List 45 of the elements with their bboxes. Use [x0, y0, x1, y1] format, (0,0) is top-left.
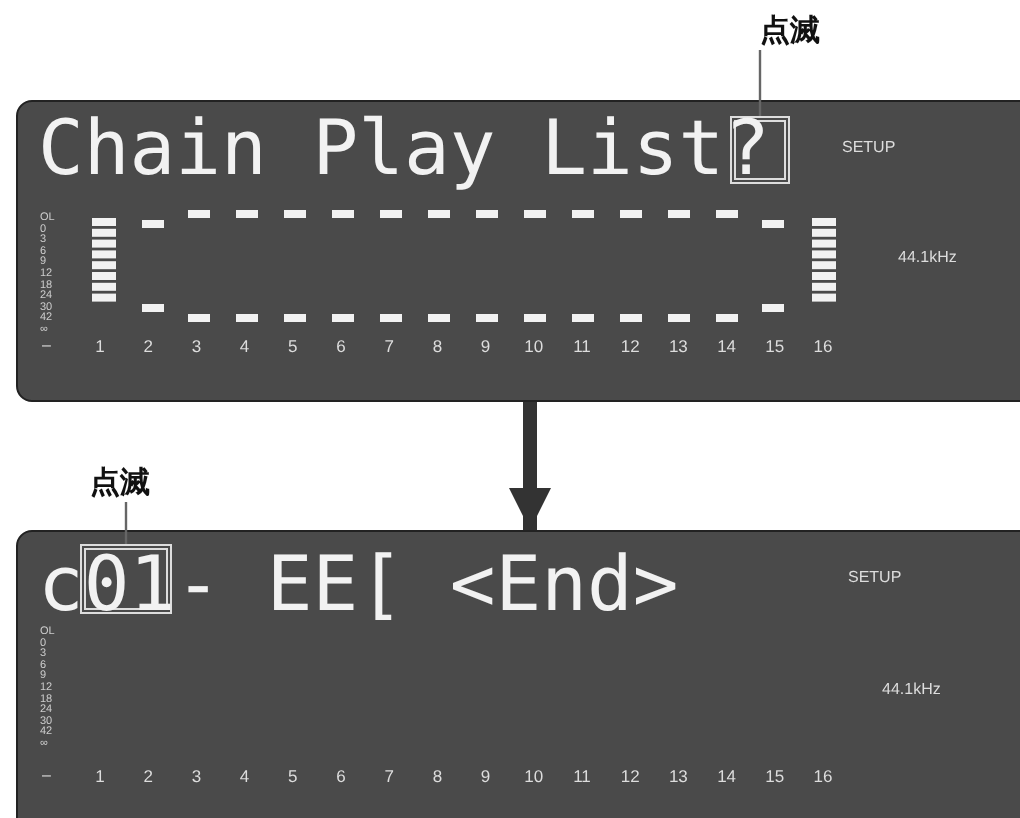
track-number: 4 [239, 336, 250, 356]
track-number: 2 [143, 336, 153, 356]
leader-line [758, 50, 762, 116]
track-number: 7 [384, 336, 394, 356]
track-number: 1 [95, 766, 105, 786]
mode-indicator: SETUP [842, 138, 896, 156]
track-number: 11 [573, 336, 591, 356]
track-number: 4 [239, 766, 250, 786]
track-number: 11 [573, 766, 591, 786]
lcd-display-panel [16, 100, 1020, 402]
track-number: 5 [288, 766, 298, 786]
track-number: 13 [668, 766, 688, 786]
mode-indicator: SETUP [848, 568, 902, 586]
track-number: 13 [668, 336, 688, 356]
callout-text: 点滅 [760, 12, 820, 50]
track-number: 14 [717, 336, 737, 356]
track-number: 3 [191, 766, 202, 786]
track-number: 12 [620, 336, 640, 356]
sample-rate-text: 44.1kHz [882, 680, 941, 698]
track-number: 14 [717, 766, 737, 786]
track-number: 7 [384, 766, 394, 786]
lcd-display-panel [16, 530, 1020, 818]
track-number: 15 [765, 766, 785, 786]
track-number: 16 [813, 336, 833, 356]
track-number: 10 [524, 766, 544, 786]
track-number: 3 [191, 336, 202, 356]
track-number: 2 [143, 766, 153, 786]
meter-scale-label: – [42, 336, 51, 354]
track-number: 12 [620, 766, 640, 786]
track-number: 10 [524, 336, 544, 356]
arrow [509, 402, 551, 530]
callout-text: 点滅 [90, 464, 150, 502]
sample-rate-text: 44.1kHz [898, 248, 957, 266]
track-number: 15 [765, 336, 785, 356]
track-number: 1 [95, 336, 105, 356]
track-number: 9 [480, 766, 491, 786]
track-number: 5 [288, 336, 298, 356]
track-number: 6 [336, 336, 346, 356]
track-number: 8 [432, 766, 443, 786]
meter-scale-label: – [42, 766, 51, 784]
track-number: 9 [480, 336, 491, 356]
leader-line [124, 502, 128, 544]
track-number: 8 [432, 336, 443, 356]
track-number: 6 [336, 766, 346, 786]
track-number: 16 [813, 766, 833, 786]
